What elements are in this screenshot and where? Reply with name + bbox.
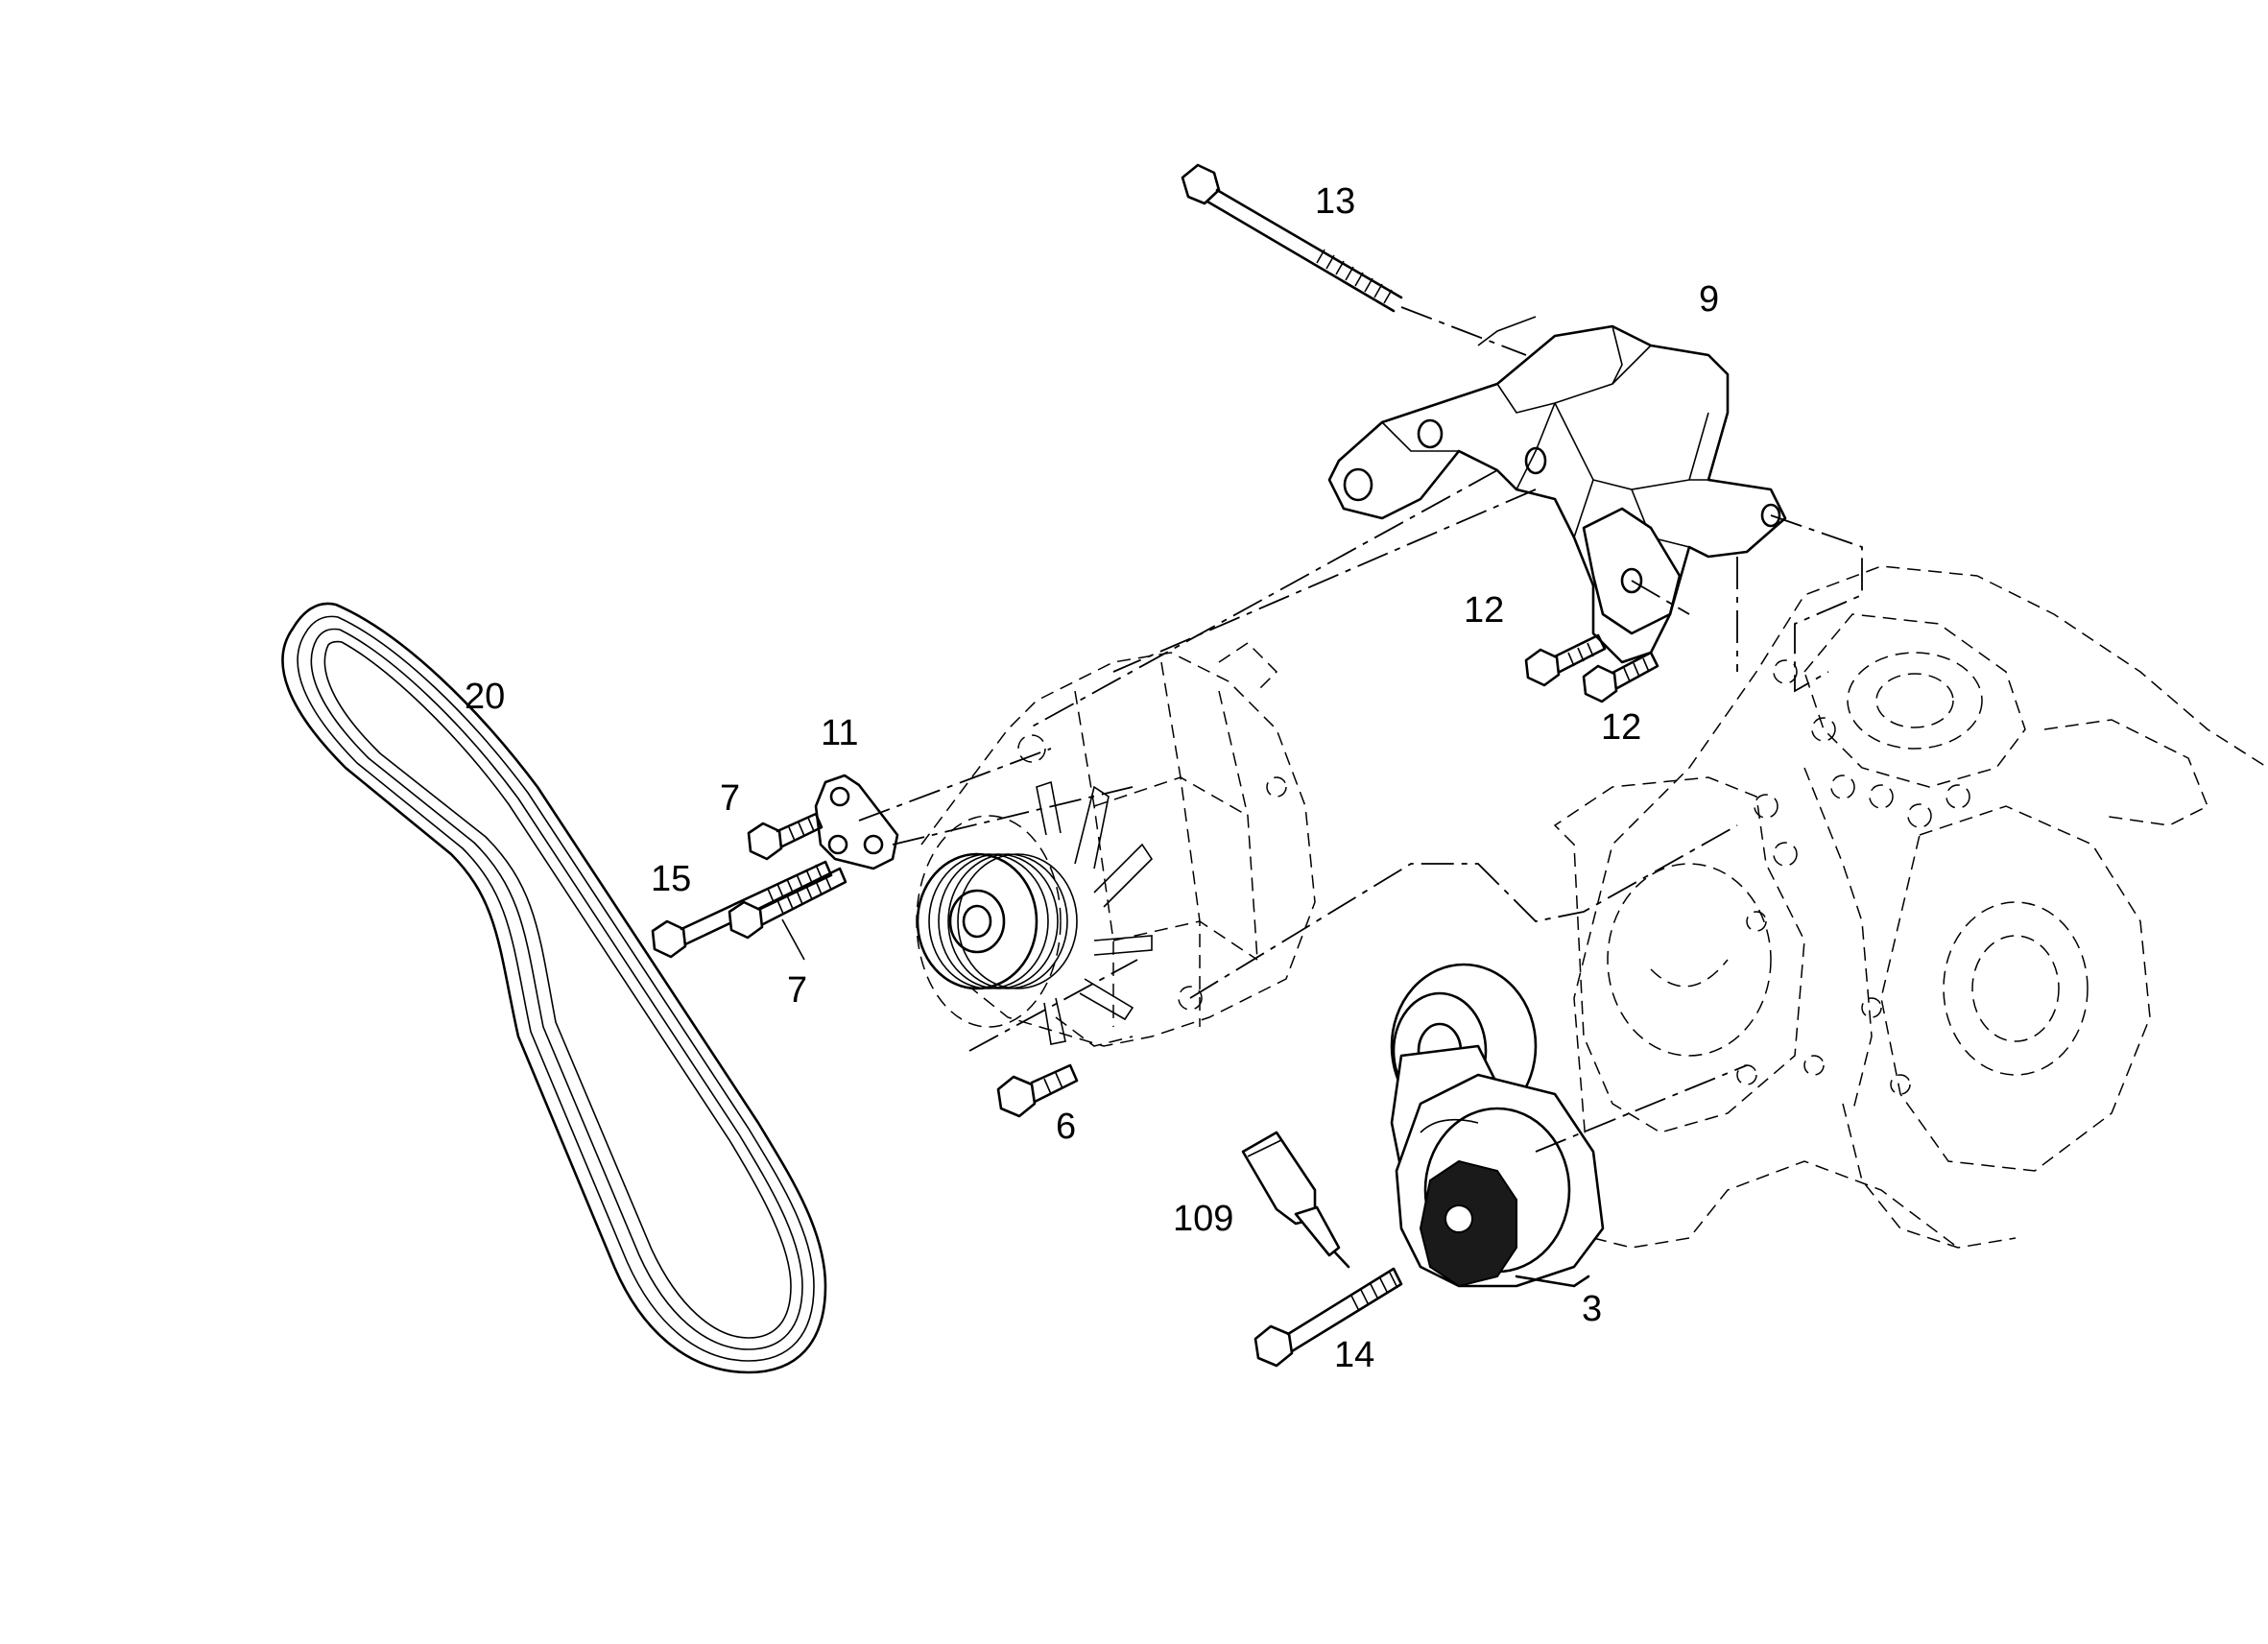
callout-109: 109	[1173, 1199, 1233, 1239]
bolt-14	[1253, 1267, 1403, 1368]
callout-labels: 13 9 12 12 20 11 7 15 7 6 109 3 14	[465, 181, 1719, 1375]
alternator-pulley	[916, 852, 1078, 990]
screw-7-upper	[747, 812, 824, 861]
long-bolt-13	[1181, 163, 1403, 313]
belt-tensioner	[1390, 963, 1605, 1288]
poly-v-belt	[281, 602, 827, 1374]
callout-9: 9	[1699, 279, 1719, 320]
alternator-bracket	[1327, 316, 1787, 664]
screw-12-lower	[1582, 651, 1659, 703]
callout-14: 14	[1334, 1335, 1374, 1375]
leader-lines	[781, 918, 805, 961]
mounting-plate-11	[814, 774, 899, 870]
screw-12-upper	[1524, 633, 1607, 687]
callout-6: 6	[1056, 1107, 1076, 1147]
callout-3: 3	[1582, 1289, 1602, 1329]
screw-7-lower	[728, 867, 848, 940]
assembly-lines	[858, 306, 1863, 1153]
sealant-tube-109	[1241, 1131, 1350, 1269]
callout-20: 20	[465, 677, 505, 717]
callout-12-lower: 12	[1601, 707, 1641, 748]
callout-7-lower: 7	[787, 970, 807, 1011]
callout-7-upper: 7	[720, 778, 740, 819]
bolt-6	[996, 1063, 1079, 1118]
engine-block-phantom	[1553, 565, 2268, 1249]
callout-11: 11	[821, 713, 858, 753]
callout-12-upper: 12	[1464, 590, 1504, 631]
callout-13: 13	[1315, 181, 1355, 222]
callout-15: 15	[651, 859, 691, 899]
